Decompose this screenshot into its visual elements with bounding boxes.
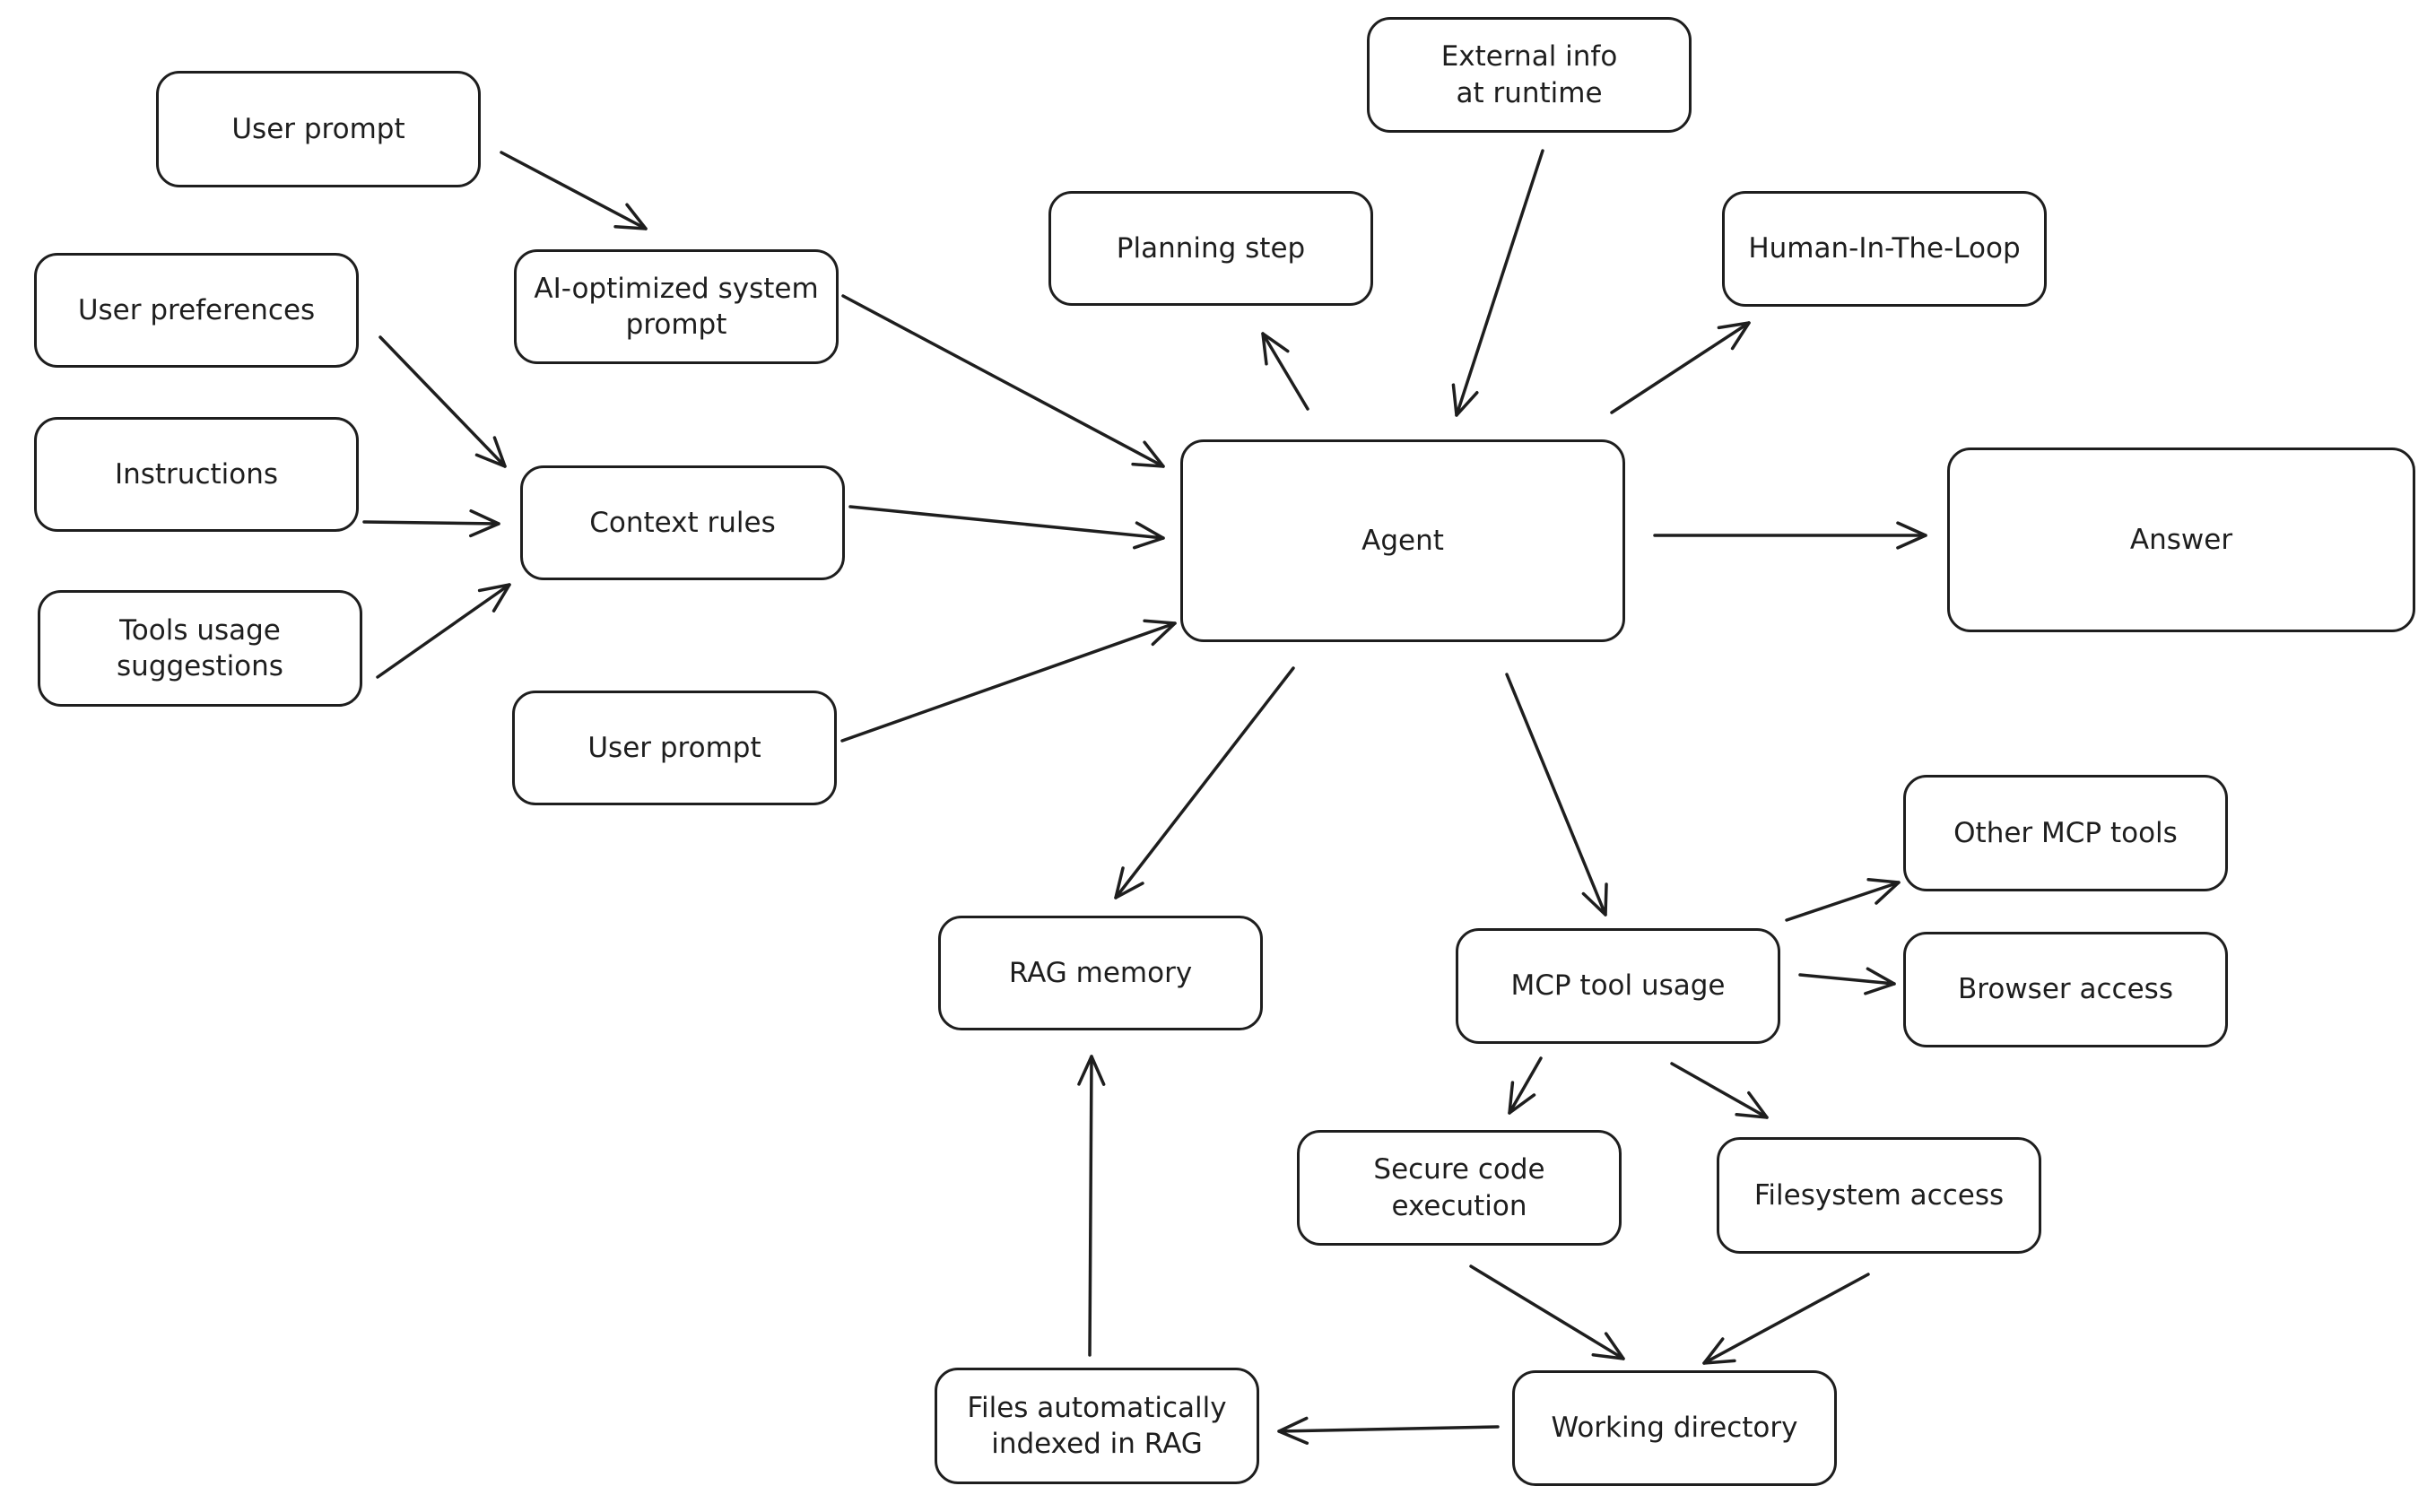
arrow-mcp-tool-usage-to-other-mcp-tools: [1785, 877, 1901, 922]
node-filesystem-access: Filesystem access: [1717, 1137, 2041, 1254]
node-user-prompt-top: User prompt: [156, 71, 481, 187]
arrow-ai-system-prompt-to-agent: [841, 294, 1165, 468]
arrow-agent-to-planning-step: [1261, 332, 1309, 411]
arrowhead: [1581, 882, 1608, 917]
arrow-mcp-tool-usage-to-secure-code: [1508, 1056, 1543, 1115]
arrow-agent-to-mcp-tool-usage: [1505, 673, 1608, 917]
arrowhead: [1508, 1081, 1536, 1115]
arrowhead: [477, 583, 511, 613]
arrow-working-directory-to-files-indexed: [1277, 1416, 1500, 1445]
arrow-agent-to-answer: [1653, 521, 1927, 550]
arrowhead: [1132, 521, 1165, 550]
arrow-secure-code-to-working-directory: [1469, 1264, 1625, 1360]
node-planning-step: Planning step: [1048, 191, 1373, 306]
arrowhead: [1277, 1416, 1309, 1445]
arrow-context-rules-to-agent: [848, 505, 1165, 550]
node-rag-memory: RAG memory: [938, 916, 1263, 1030]
arrowhead: [1143, 619, 1177, 647]
node-secure-code: Secure code execution: [1297, 1130, 1622, 1246]
arrow-user-preferences-to-context-rules: [378, 335, 507, 468]
arrow-filesystem-access-to-working-directory: [1702, 1273, 1870, 1365]
arrow-external-info-to-agent: [1451, 149, 1544, 417]
arrowhead: [1114, 866, 1144, 899]
arrowhead: [1735, 1091, 1769, 1119]
arrowhead: [1864, 967, 1896, 995]
arrow-mcp-tool-usage-to-browser-access: [1798, 967, 1896, 995]
arrowhead: [474, 436, 507, 468]
arrowhead: [1131, 440, 1165, 468]
arrowhead: [1077, 1055, 1106, 1086]
node-user-prompt-bottom: User prompt: [512, 691, 837, 805]
arrowhead: [469, 508, 500, 538]
node-working-directory: Working directory: [1512, 1370, 1837, 1486]
arrow-agent-to-human-in-loop: [1610, 321, 1751, 414]
node-user-preferences: User preferences: [34, 253, 359, 368]
node-context-rules: Context rules: [520, 465, 845, 580]
node-agent: Agent: [1180, 439, 1625, 642]
arrow-user-prompt-bottom-to-agent: [840, 619, 1177, 743]
node-human-in-loop: Human-In-The-Loop: [1722, 191, 2047, 307]
arrowhead: [1717, 321, 1751, 351]
arrow-agent-to-rag-memory: [1114, 666, 1295, 899]
arrowhead: [1261, 332, 1290, 366]
node-browser-access: Browser access: [1903, 932, 2228, 1047]
arrowhead: [613, 203, 648, 230]
node-mcp-tool-usage: MCP tool usage: [1456, 928, 1780, 1044]
node-files-indexed: Files automatically indexed in RAG: [935, 1368, 1259, 1484]
arrow-mcp-tool-usage-to-filesystem-access: [1670, 1062, 1769, 1119]
arrowhead: [1591, 1332, 1625, 1360]
node-answer: Answer: [1947, 448, 2415, 632]
node-instructions: Instructions: [34, 417, 359, 532]
arrow-files-indexed-to-rag-memory: [1077, 1055, 1106, 1357]
node-ai-system-prompt: AI-optimized system prompt: [514, 249, 839, 364]
node-external-info: External info at runtime: [1367, 17, 1692, 133]
arrowhead: [1702, 1337, 1736, 1365]
arrowhead: [1866, 877, 1901, 905]
arrow-tools-usage-to-context-rules: [376, 583, 511, 679]
arrowhead: [1451, 383, 1479, 417]
node-other-mcp-tools: Other MCP tools: [1903, 775, 2228, 891]
node-tools-usage: Tools usage suggestions: [38, 590, 362, 707]
arrow-instructions-to-context-rules: [362, 508, 500, 538]
arrow-user-prompt-top-to-ai-system-prompt: [500, 151, 648, 230]
arrowhead: [1896, 521, 1927, 550]
